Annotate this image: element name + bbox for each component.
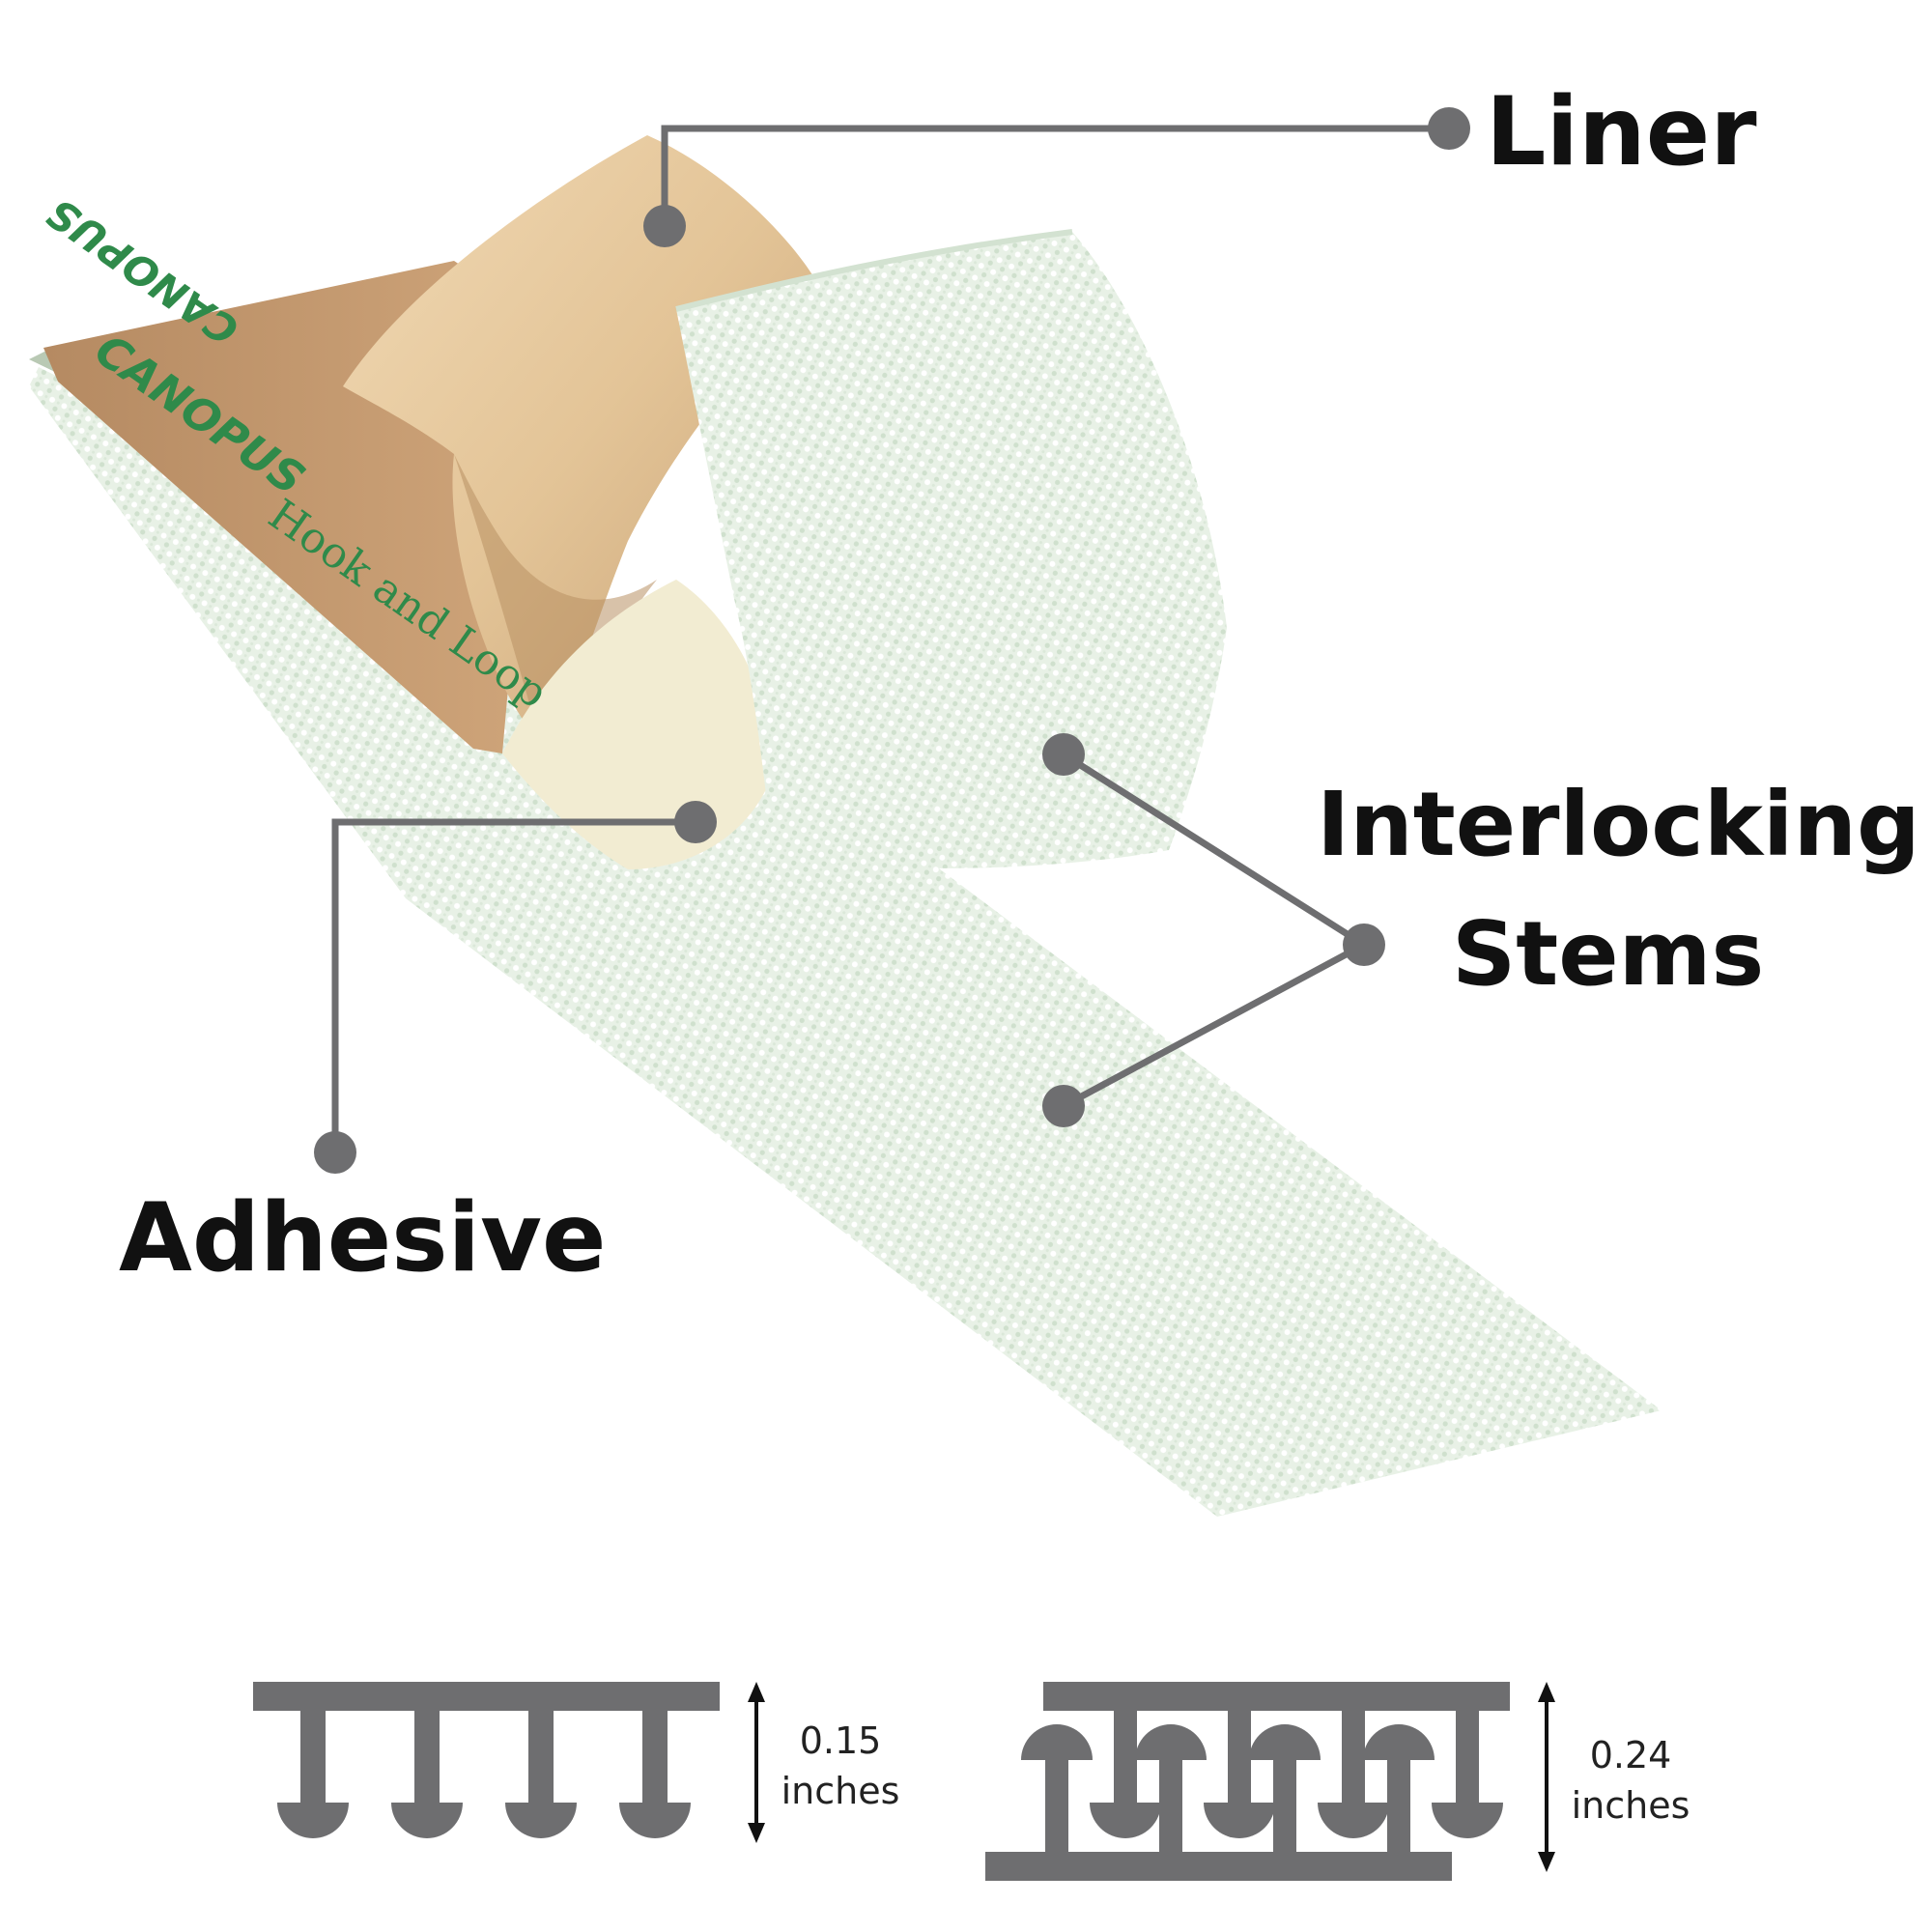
dimension-single: 0.15 inches [748, 1682, 899, 1843]
interlocked-stem-up [1135, 1724, 1207, 1852]
callout-adhesive-dot-start [674, 801, 717, 843]
callout-liner: Liner [643, 77, 1757, 247]
callout-interlocking: Interlocking Stems [1042, 733, 1920, 1127]
tape-strip-top-edge [675, 229, 1073, 312]
callout-adhesive-dot-end [314, 1131, 356, 1174]
callout-adhesive: Adhesive [119, 801, 717, 1293]
interlocked-stem-up [1021, 1724, 1093, 1852]
callout-liner-line [661, 125, 1449, 226]
callout-liner-dot-start [643, 205, 686, 247]
label-interlocking: Interlocking [1317, 773, 1920, 876]
callout-stems-dot-bottom [1042, 1085, 1085, 1127]
dimension-interlocked-unit: inches [1572, 1784, 1690, 1827]
interlocked-stem-up [1249, 1724, 1321, 1852]
liner-curl [343, 135, 821, 744]
liner-shadow [454, 454, 657, 744]
adhesive-face [502, 580, 773, 869]
callout-stems-line-top [1062, 752, 1366, 948]
callout-stems-dot-junction [1343, 923, 1385, 966]
callout-adhesive-line [331, 818, 696, 1152]
cross-section-single [253, 1682, 720, 1838]
callout-liner-dot-end [1428, 107, 1470, 150]
label-adhesive: Adhesive [119, 1183, 607, 1293]
single-stem [505, 1711, 577, 1838]
interlocked-stem-down [1318, 1711, 1389, 1838]
interlocked-stem-up [1363, 1724, 1435, 1852]
single-stem [391, 1711, 463, 1838]
label-stems: Stems [1452, 902, 1764, 1006]
interlocked-stem-down [1204, 1711, 1275, 1838]
single-base-bar [253, 1682, 720, 1711]
tape-strip-top [676, 232, 1227, 868]
interlocked-bottom-bar [985, 1852, 1452, 1881]
dimension-single-value: 0.15 [800, 1719, 882, 1762]
callout-stems-line-bottom [1062, 941, 1366, 1110]
cross-section-interlocked [985, 1682, 1510, 1881]
dimension-interlocked-value: 0.24 [1590, 1734, 1672, 1776]
callout-stems-dot-top [1042, 733, 1085, 776]
dimension-interlocked: 0.24 inches [1538, 1682, 1690, 1872]
single-stem [619, 1711, 691, 1838]
dimension-single-unit: inches [781, 1770, 900, 1812]
label-liner: Liner [1486, 77, 1757, 187]
interlocked-top-bar [1043, 1682, 1510, 1711]
interlocked-stem-down [1432, 1711, 1503, 1838]
interlocked-stem-down [1090, 1711, 1161, 1838]
single-stem [277, 1711, 349, 1838]
